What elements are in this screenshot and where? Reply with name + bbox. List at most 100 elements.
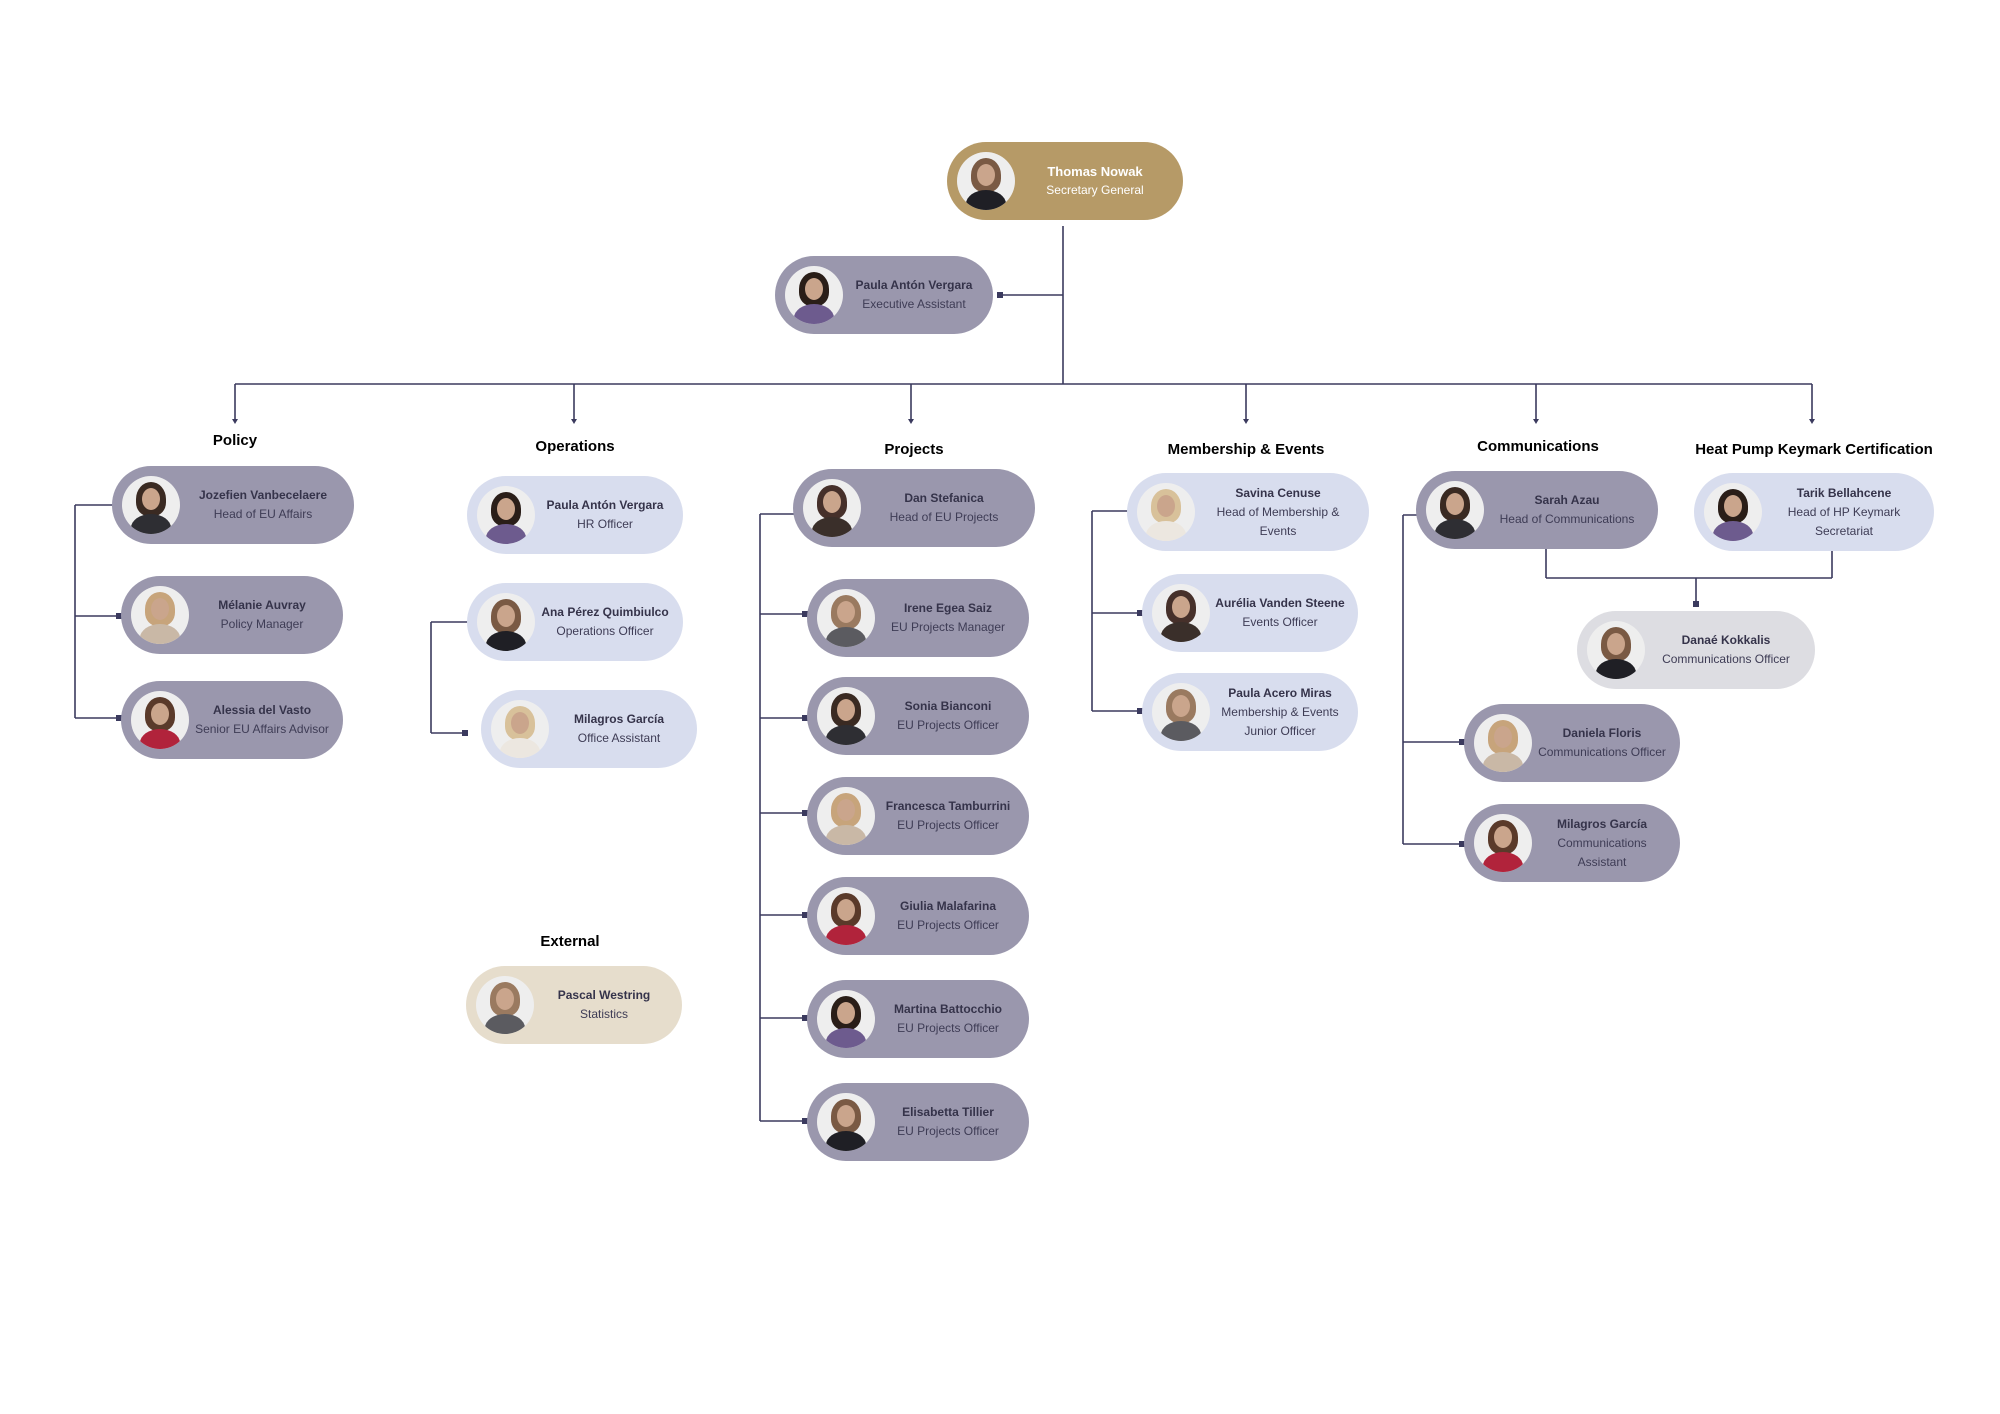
- person-name: Francesca Tamburrini: [885, 799, 1011, 813]
- heading-policy: Policy: [212, 432, 258, 449]
- person-name: Paula Antón Vergara: [546, 498, 664, 512]
- connector-dot: [1137, 610, 1143, 616]
- person-role: Senior EU Affairs Advisor: [195, 722, 329, 736]
- person-role: Head of Communications: [1499, 512, 1635, 526]
- avatar: [1426, 481, 1484, 539]
- avatar: [122, 476, 180, 534]
- avatar-body: [826, 725, 866, 745]
- person-role: Head of HP Keymark Secretariat: [1787, 504, 1901, 538]
- avatar: [1152, 683, 1210, 741]
- connector-dot: [1459, 841, 1465, 847]
- person-name: Jozefien Vanbecelaere: [198, 488, 328, 502]
- avatar-face: [142, 488, 160, 510]
- heading-communications: Communications: [1477, 438, 1599, 455]
- avatar-body: [1435, 519, 1475, 539]
- avatar: [817, 990, 875, 1048]
- avatar-body: [1161, 721, 1201, 741]
- avatar-body: [500, 738, 540, 758]
- person-name: Paula Acero Miras: [1228, 685, 1332, 700]
- avatar-face: [837, 899, 855, 921]
- person-role: EU Projects Officer: [897, 1124, 999, 1138]
- avatar-face: [151, 598, 169, 620]
- connector-dot: [802, 912, 808, 918]
- avatar: [1152, 584, 1210, 642]
- avatar-body: [1483, 752, 1523, 772]
- avatar-face: [1494, 826, 1512, 848]
- dept-2-member-card[interactable]: Giulia Malafarina EU Projects Officer: [807, 877, 1029, 955]
- avatar: [491, 700, 549, 758]
- avatar-body: [826, 627, 866, 647]
- connector-dot: [802, 810, 808, 816]
- person-role: Executive Assistant: [862, 297, 966, 311]
- avatar-face: [497, 498, 515, 520]
- avatar: [817, 1093, 875, 1151]
- person-role: EU Projects Officer: [897, 918, 999, 932]
- avatar-face: [496, 988, 514, 1010]
- connector-arrowhead: [1243, 419, 1249, 424]
- avatar-face: [823, 491, 841, 513]
- avatar: [785, 266, 843, 324]
- heading-membership-events: Membership & Events: [1167, 441, 1325, 458]
- person-name: Martina Battocchio: [893, 1002, 1002, 1016]
- avatar: [817, 887, 875, 945]
- connector-arrowhead: [232, 419, 238, 424]
- dept-1-member-card[interactable]: Paula Antón Vergara HR Officer: [467, 476, 683, 554]
- avatar-body: [1596, 659, 1636, 679]
- dept-2-member-card[interactable]: Elisabetta Tillier EU Projects Officer: [807, 1083, 1029, 1161]
- person-role: Head of EU Affairs: [213, 507, 313, 521]
- connector-arrowhead: [1533, 419, 1539, 424]
- avatar: [1704, 483, 1762, 541]
- avatar-face: [1494, 726, 1512, 748]
- heading-external: External: [540, 933, 600, 950]
- avatar-body: [794, 304, 834, 324]
- person-role: HR Officer: [577, 517, 633, 531]
- avatar-body: [1483, 852, 1523, 872]
- person-name: Ana Pérez Quimbiulco: [541, 605, 669, 619]
- avatar-face: [1172, 695, 1190, 717]
- person-name: Elisabetta Tillier: [902, 1105, 994, 1119]
- avatar-face: [837, 799, 855, 821]
- person-name: Giulia Malafarina: [899, 899, 997, 913]
- avatar-face: [977, 164, 995, 186]
- person-name: Milagros García: [1556, 816, 1648, 831]
- person-role: Communications Officer: [1538, 745, 1666, 759]
- person-role: Events Officer: [1242, 615, 1318, 629]
- avatar-body: [486, 524, 526, 544]
- connector-arrowhead: [1809, 419, 1815, 424]
- person-role: Communications Officer: [1662, 652, 1790, 666]
- person-name: Thomas Nowak: [1047, 164, 1143, 179]
- connector-dot: [802, 1118, 808, 1124]
